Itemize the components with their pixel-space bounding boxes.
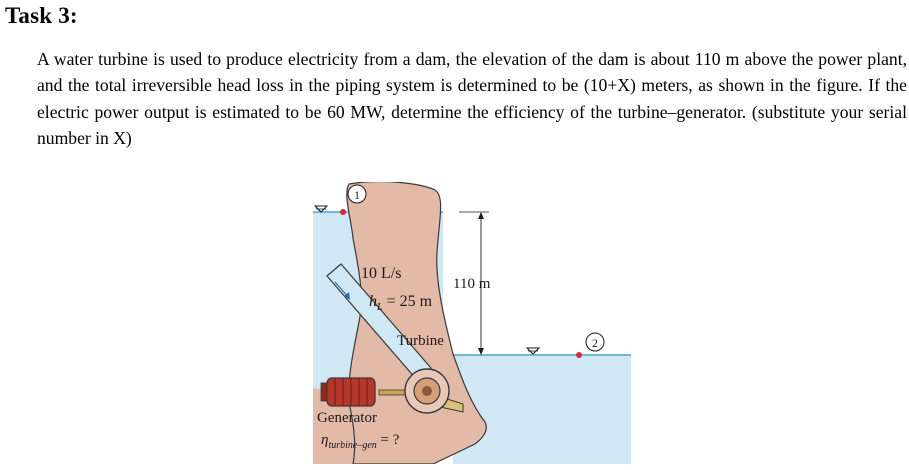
flow-arrow-head (344, 292, 350, 300)
point-1-marker (340, 209, 346, 215)
upper-water-level-symbol (313, 205, 329, 213)
flow-rate-label: 10 L/s (361, 265, 401, 282)
point-1-label: 1 (354, 188, 360, 202)
figure-svg: 1 2 110 m 10 L/s hL = 25 m Turbine Gener… (313, 182, 631, 464)
problem-statement: A water turbine is used to produce elect… (37, 49, 907, 149)
turbine-label: Turbine (397, 333, 444, 349)
penstock-pipe (326, 263, 432, 381)
task-title: Task 3: (5, 3, 78, 28)
generator-label: Generator (317, 410, 377, 426)
height-dimension (459, 211, 489, 355)
efficiency-label: ηturbine–gen = ? (321, 432, 400, 451)
generator-endcap (320, 382, 328, 402)
point-1-circle (347, 184, 367, 204)
point-2-label: 2 (592, 336, 598, 350)
dam-turbine-figure: 1 2 110 m 10 L/s hL = 25 m Turbine Gener… (313, 182, 633, 464)
turbine-hub (422, 386, 432, 396)
point-2-circle (585, 332, 605, 352)
lower-water-level-symbol (525, 347, 541, 355)
head-loss-label: hL = 25 m (369, 293, 433, 313)
height-label: 110 m (453, 276, 491, 292)
lower-reservoir-water (453, 355, 631, 464)
point-2-marker (576, 352, 582, 358)
